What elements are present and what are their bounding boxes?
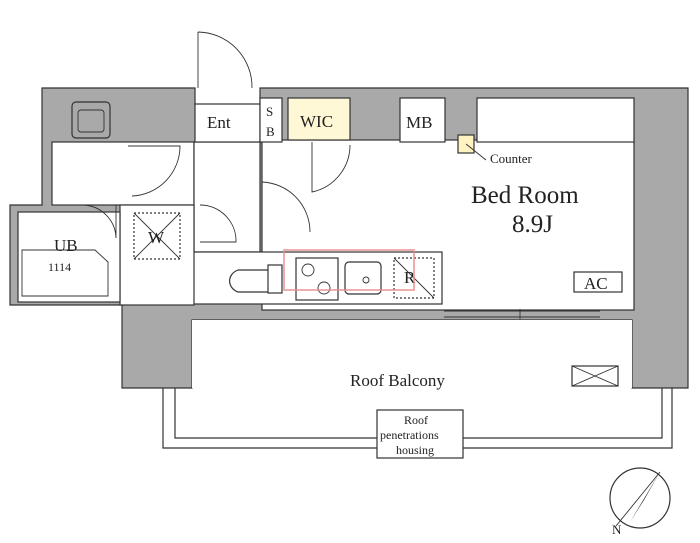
unit-bath-room: [17, 211, 121, 303]
compass-axis: [615, 471, 661, 527]
toilet-bowl: [229, 269, 268, 293]
bedroom: Counter Bed Room 8.9J AC: [444, 134, 623, 319]
mb-box: [399, 97, 446, 143]
entry-door-swing: [197, 31, 253, 89]
compass-ring: [609, 467, 671, 529]
balcony-floor: [192, 320, 632, 388]
toilet-top-left: [71, 101, 111, 139]
ac-box: [573, 271, 623, 293]
shoe-box-label-s: S: [266, 104, 273, 119]
entrance-hall: [193, 141, 261, 253]
roof-housing-line-2: penetrations: [380, 428, 439, 442]
washroom-door-swing: [128, 145, 181, 197]
washer-label: W: [148, 228, 165, 247]
outdoor-unit-cross: [571, 365, 619, 387]
washer: W: [133, 212, 181, 260]
roof-housing-box: [376, 409, 464, 459]
roof-balcony: Roof Balcony Roof penetrations housing: [162, 320, 673, 459]
toilet-tank: [71, 101, 111, 139]
roof-housing-line-3: housing: [396, 443, 434, 457]
upper-row: Ent S B WIC MB: [194, 31, 446, 143]
bedroom-upper: [476, 97, 635, 143]
washroom: [119, 204, 195, 306]
wic-box: [287, 97, 351, 141]
washer-pan: [133, 212, 181, 260]
hall-door-swing: [261, 181, 311, 235]
shoe-box: [259, 97, 283, 143]
shoe-box-label-b: B: [266, 124, 275, 139]
unit-bath-label: UB: [54, 236, 78, 255]
balcony-label: Roof Balcony: [350, 371, 445, 390]
roof-housing-line-1: Roof: [404, 413, 428, 427]
balcony-window: [444, 309, 600, 319]
toilet-tank-kitchen: [267, 264, 283, 294]
structural-walls: [9, 87, 689, 389]
counter-leader: [465, 143, 487, 161]
unit-bath-size: 1114: [48, 260, 71, 274]
mb-label: MB: [406, 113, 432, 132]
watermark-stamp: [283, 249, 415, 291]
sink-drain: [362, 276, 370, 284]
bathtub: [21, 249, 109, 297]
compass-north-label: N: [612, 522, 622, 537]
ac-label: AC: [584, 274, 608, 293]
top-left-alcove: [51, 141, 195, 206]
entrance-box: [194, 103, 261, 143]
unit-bath: UB 1114: [17, 211, 121, 303]
burner-2: [317, 281, 331, 295]
counter-label: Counter: [490, 151, 533, 166]
toilet-door-swing: [199, 204, 237, 243]
kitchen: R: [229, 249, 435, 301]
compass: N: [609, 467, 671, 537]
washer-cross: [133, 212, 181, 260]
stove: [295, 257, 339, 301]
bedroom-size: 8.9J: [512, 211, 553, 238]
wic-label: WIC: [300, 112, 333, 131]
sink: [344, 261, 382, 295]
wic-door-swing: [311, 142, 351, 193]
outdoor-unit: [571, 365, 619, 387]
toilet-inner: [77, 109, 105, 133]
doors: [81, 142, 351, 243]
entrance-label: Ent: [207, 113, 231, 132]
burner-1: [301, 263, 315, 277]
bath-door-swing: [81, 204, 117, 239]
compass-needle: [630, 472, 660, 522]
bedroom-label: Bed Room: [471, 182, 579, 209]
